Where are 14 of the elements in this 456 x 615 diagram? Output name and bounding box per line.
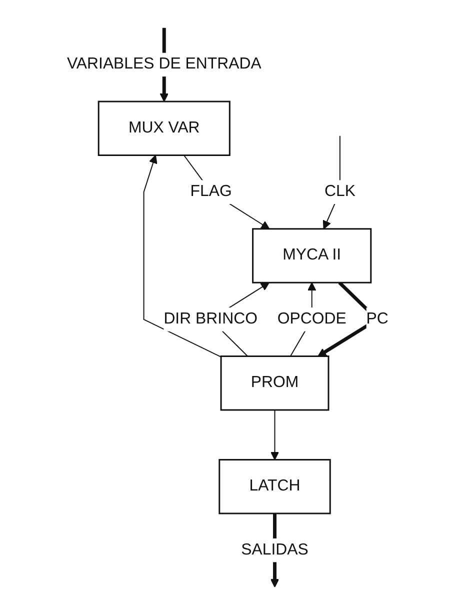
edge-label: VARIABLES DE ENTRADA [67, 56, 262, 73]
edge-label: DIR BRINCO [164, 310, 258, 328]
node-box: MUX VAR [98, 100, 231, 156]
node-box: LATCH [218, 458, 332, 514]
edge-label: PC [366, 310, 389, 328]
node-box: MYCA II [252, 228, 372, 284]
edge-label: FLAG [190, 183, 232, 200]
arrow [144, 154, 222, 358]
edge-label: OPCODE [278, 310, 347, 328]
arrow [184, 154, 270, 230]
node-box: PROM [220, 356, 330, 411]
edge-label: CLK [324, 183, 356, 200]
arrow [270, 409, 280, 460]
edge-label: SALIDAS [241, 541, 309, 558]
